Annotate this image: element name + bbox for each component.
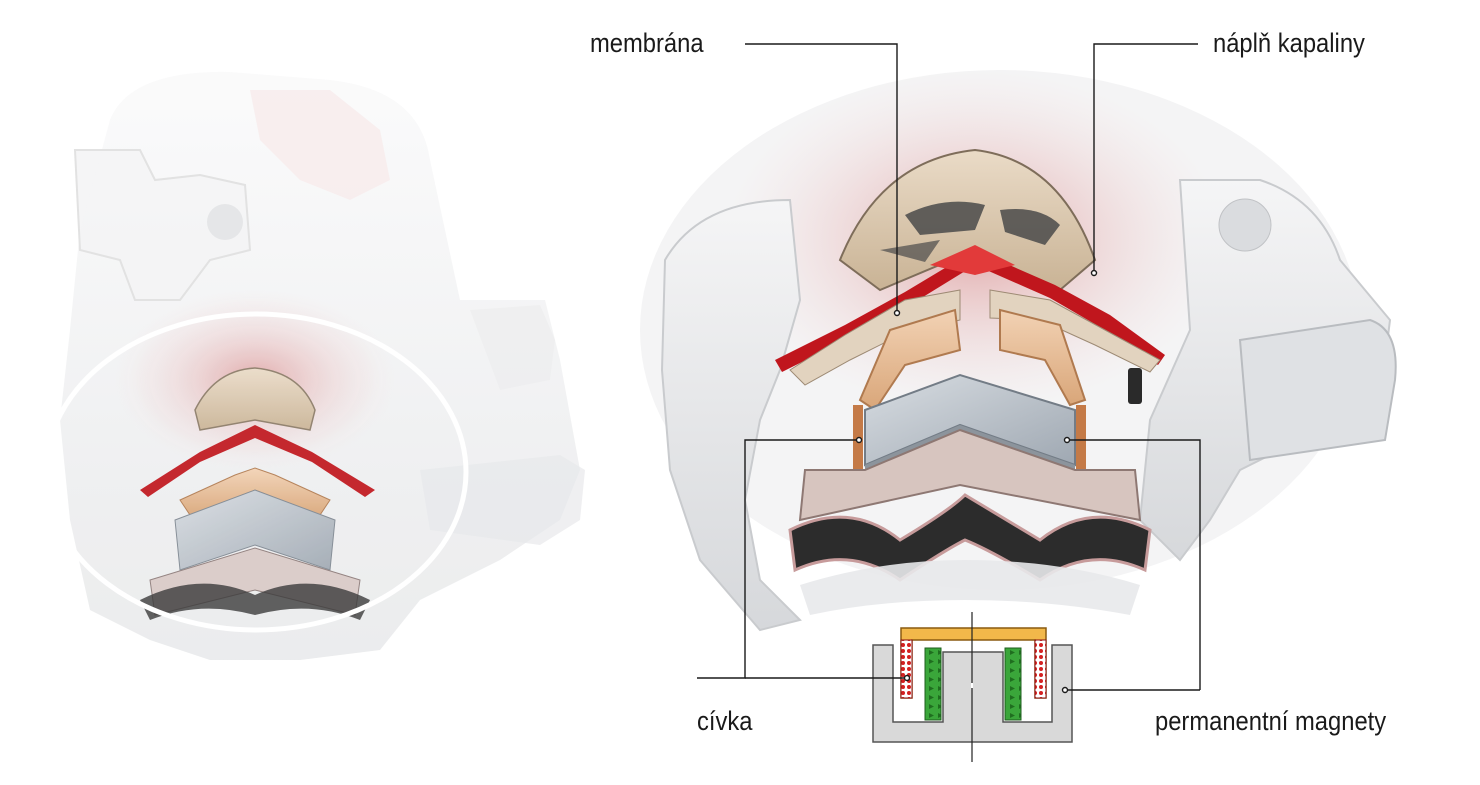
label-permanentni-magnety: permanentní magnety: [1155, 706, 1387, 736]
detail-base: [800, 560, 1140, 615]
overview-diaphragm-disc: [194, 367, 316, 431]
zoom-highlight-ellipse: [43, 311, 469, 633]
schematic-diagram: [872, 612, 1073, 762]
overview-upper-pink: [250, 90, 390, 200]
leader-lines: [697, 43, 1201, 694]
detail-coil-carrier-right: [999, 308, 1087, 407]
detail-disc-hole: [905, 201, 985, 235]
leader-napln: [1093, 43, 1198, 272]
detail-disc-hole: [880, 240, 940, 262]
overview-connector: [420, 455, 585, 545]
detail-membrane: [775, 250, 1165, 372]
leader-membrana-dot: [893, 309, 901, 317]
leader-civka-schematic-dot: [903, 674, 911, 682]
detail-contact-pin: [1128, 368, 1142, 404]
detail-illustration: [640, 70, 1397, 632]
detail-yoke: [798, 428, 1142, 522]
detail-cone-left: [789, 289, 961, 386]
overview-magnet: [174, 489, 336, 571]
detail-connector-plug: [1238, 318, 1397, 462]
overview-membrane: [140, 425, 375, 497]
leader-civka-dot: [855, 436, 863, 444]
overview-illustration: [43, 71, 585, 660]
leader-magnety-dot: [1063, 436, 1071, 444]
schematic-coil-right: [1034, 639, 1047, 699]
overview-connector-top: [470, 305, 555, 390]
overview-bolt-hole: [207, 204, 243, 240]
label-civka: cívka: [697, 706, 753, 736]
leader-membrana: [745, 43, 898, 312]
leader-civka-top: [697, 439, 858, 679]
leader-magnety-schematic-dot: [1061, 686, 1069, 694]
label-napln-kapaliny: náplň kapaliny: [1213, 28, 1365, 58]
detail-disc-hole: [1000, 209, 1060, 245]
label-membrana: membrána: [590, 28, 704, 58]
overview-bracket: [73, 149, 252, 301]
overview-bellows: [140, 583, 370, 620]
leader-magnety-top: [1068, 439, 1201, 690]
schematic-coil-left: [900, 639, 913, 699]
detail-housing-left: [660, 198, 802, 632]
leader-napln-dot: [1090, 269, 1098, 277]
detail-bolt-hole: [1218, 198, 1272, 252]
detail-membrane-peak: [930, 245, 1015, 275]
schematic-magnet-right: [1004, 647, 1022, 721]
schematic-magnet-left: [924, 647, 942, 721]
detail-coil-right: [1076, 405, 1086, 473]
